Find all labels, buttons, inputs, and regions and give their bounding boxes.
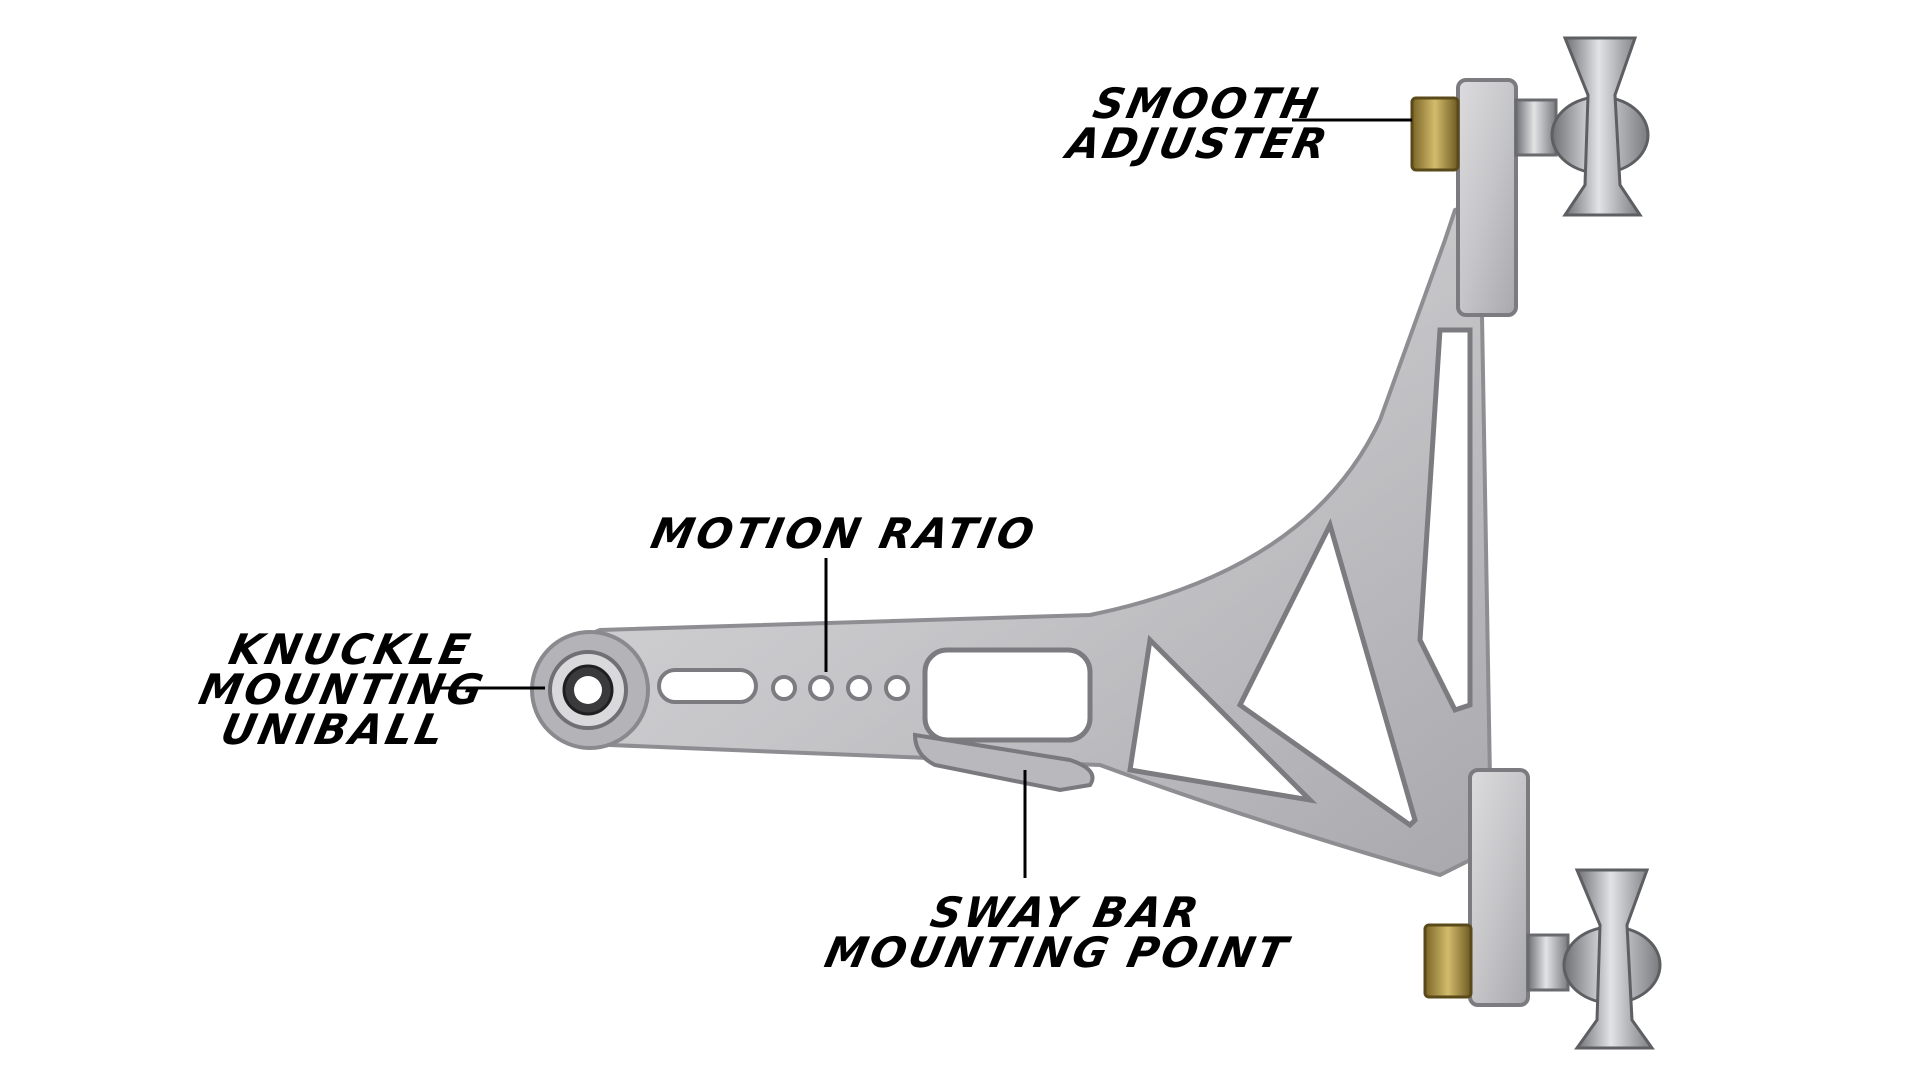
sway-bar-tab [912,732,1095,793]
label-sway-bar-mounting-point: SWAY BAR MOUNTING POINT [820,888,1301,977]
adjuster-nut [1410,96,1460,172]
adjuster-nut [1423,923,1473,999]
label-line: MOUNTING [194,665,490,714]
label-motion-ratio: MOTION RATIO [646,509,1042,558]
motion-ratio-slot [657,668,758,704]
label-line: MOUNTING POINT [820,928,1295,977]
label-line: MOTION RATIO [646,509,1042,558]
label-line: KNUCKLE [224,625,477,674]
rod-end-spacer [1574,868,1655,1050]
arm-cutout [922,647,1093,743]
label-line: SMOOTH [1089,79,1325,128]
motion-ratio-holes [771,675,910,701]
label-knuckle-mounting-uniball: KNUCKLE MOUNTING UNIBALL [187,625,497,754]
arm-cutout [1236,518,1418,829]
bottom-mounting-block [1423,768,1662,1050]
rod-end-spacer [1562,36,1643,217]
top-mounting-block [1410,36,1650,317]
label-line: ADJUSTER [1062,119,1335,168]
label-line: SWAY BAR [926,888,1206,937]
control-arm-body [567,197,1493,878]
arm-cutout [1127,634,1318,804]
knuckle-uniball [530,630,650,750]
label-line: UNIBALL [216,705,452,754]
arm-cutout [1417,327,1473,714]
label-smooth-adjuster: SMOOTH ADJUSTER [1062,79,1341,168]
